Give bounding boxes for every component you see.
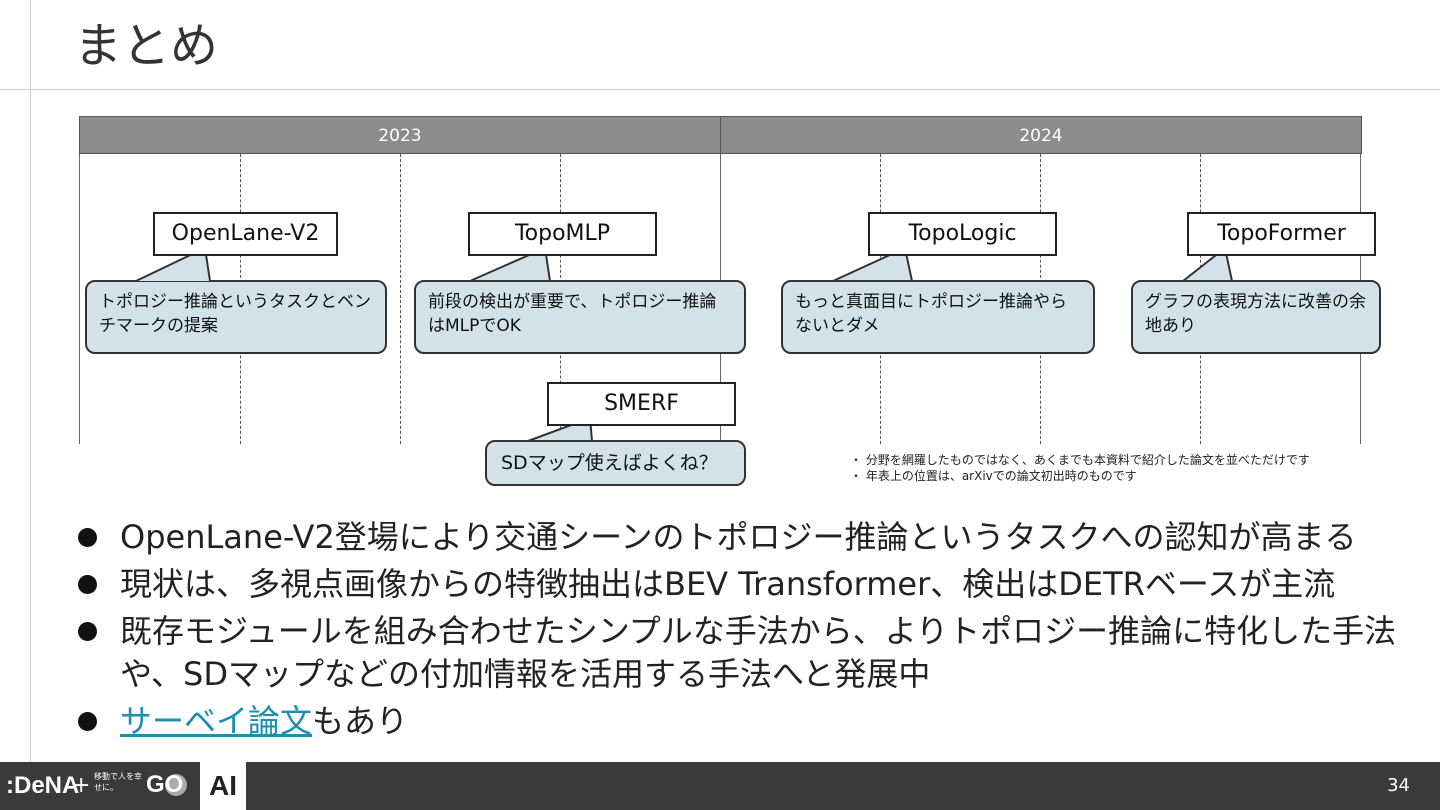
bullet-text: 現状は、多視点画像からの特徴抽出はBEV Transformer、検出はDETR… xyxy=(120,565,1336,603)
timeline-dashed-line xyxy=(400,154,401,444)
bullet-dot-icon xyxy=(78,622,97,641)
summary-bullets: OpenLane-V2登場により交通シーンのトポロジー推論というタスクへの認知が… xyxy=(78,516,1398,747)
paper-box-topoformer: TopoFormer xyxy=(1187,212,1376,256)
comment-bubble-smerf: SDマップ使えばよくね？ xyxy=(485,440,746,486)
paper-box-smerf: SMERF xyxy=(547,382,736,426)
footer-bar: :DeNA + 移動で人を幸せに。 GO AI 34 xyxy=(0,762,1440,810)
paper-box-topomlp: TopoMLP xyxy=(468,212,657,256)
paper-box-topologic: TopoLogic xyxy=(868,212,1057,256)
bullet-text: 既存モジュールを組み合わせたシンプルな手法から、よりトポロジー推論に特化した手法… xyxy=(120,612,1397,693)
logo-plus: + xyxy=(72,773,91,798)
bullet-item: 既存モジュールを組み合わせたシンプルな手法から、よりトポロジー推論に特化した手法… xyxy=(78,610,1398,696)
bullet-dot-icon xyxy=(78,712,97,731)
bullet-text: OpenLane-V2登場により交通シーンのトポロジー推論というタスクへの認知が… xyxy=(120,518,1357,556)
comment-bubble-openlane-v2: トポロジー推論というタスクとベンチマークの提案 xyxy=(85,280,387,354)
comment-bubble-topoformer: グラフの表現方法に改善の余地あり xyxy=(1131,280,1381,354)
title-divider xyxy=(0,89,1440,90)
timeline-note: 分野を網羅したものではなく、あくまでも本資料で紹介した論文を並べただけです xyxy=(850,452,1310,468)
go-logo-circle-icon xyxy=(165,774,187,796)
paper-box-openlane-v2: OpenLane-V2 xyxy=(153,212,338,256)
survey-paper-link[interactable]: サーベイ論文 xyxy=(120,702,313,740)
ai-badge: AI xyxy=(200,762,246,810)
bullet-item: サーベイ論文もあり xyxy=(78,700,1398,743)
bullet-item: 現状は、多視点画像からの特徴抽出はBEV Transformer、検出はDETR… xyxy=(78,563,1398,606)
slide-title: まとめ xyxy=(74,18,219,74)
bullet-item: OpenLane-V2登場により交通シーンのトポロジー推論というタスクへの認知が… xyxy=(78,516,1398,559)
dena-logo: :DeNA xyxy=(6,772,80,799)
timeline-solid-line xyxy=(79,154,80,444)
page-number: 34 xyxy=(1387,775,1410,796)
timeline-notes: 分野を網羅したものではなく、あくまでも本資料で紹介した論文を並べただけです 年表… xyxy=(850,452,1310,484)
bullet-text-suffix: もあり xyxy=(312,702,409,740)
bullet-dot-icon xyxy=(78,528,97,547)
go-logo: GO xyxy=(146,771,184,798)
left-rule xyxy=(30,0,31,762)
comment-bubble-topologic: もっと真面目にトポロジー推論やらないとダメ xyxy=(781,280,1095,354)
timeline-note: 年表上の位置は、arXivでの論文初出時のものです xyxy=(850,468,1310,484)
go-slogan: 移動で人を幸せに。 xyxy=(94,772,142,792)
year-bar-2024: 2024 xyxy=(720,116,1362,154)
year-bar-2023: 2023 xyxy=(79,116,721,154)
comment-bubble-topomlp: 前段の検出が重要で、トポロジー推論はMLPでOK xyxy=(414,280,746,354)
bullet-dot-icon xyxy=(78,575,97,594)
